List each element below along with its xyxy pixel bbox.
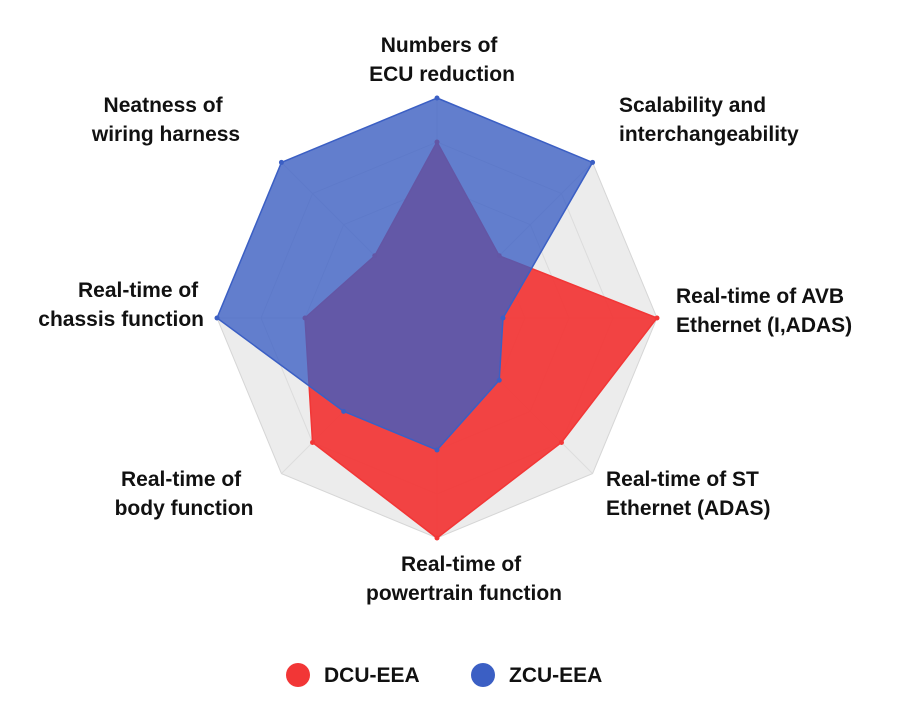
series-point xyxy=(310,439,316,445)
axis-label-scalability: Scalability and interchangeability xyxy=(619,94,799,146)
axis-label-powertrain: Real-time of powertrain function xyxy=(366,553,562,605)
axis-label-line: Real-time of ST xyxy=(606,468,759,491)
series-point xyxy=(496,377,502,383)
series-point xyxy=(590,159,596,165)
axis-labels: Numbers of ECU reduction Scalability and… xyxy=(38,34,852,605)
legend: DCU-EEA ZCU-EEA xyxy=(286,663,602,687)
legend-label-dcu: DCU-EEA xyxy=(324,664,420,687)
axis-label-st-ethernet: Real-time of ST Ethernet (ADAS) xyxy=(606,468,771,520)
radar-series xyxy=(214,95,660,541)
axis-label-line: chassis function xyxy=(38,308,204,331)
series-point xyxy=(434,447,440,453)
axis-label-chassis: Real-time of chassis function xyxy=(38,279,204,331)
series-point xyxy=(341,408,347,414)
axis-label-line: wiring harness xyxy=(91,123,240,146)
axis-label-line: Ethernet (I,ADAS) xyxy=(676,314,852,337)
axis-label-body: Real-time of body function xyxy=(115,468,254,520)
legend-swatch-dcu xyxy=(286,663,310,687)
axis-label-line: ECU reduction xyxy=(369,63,515,86)
axis-label-line: Ethernet (ADAS) xyxy=(606,497,771,520)
axis-label-avb-ethernet: Real-time of AVB Ethernet (I,ADAS) xyxy=(676,285,852,337)
series-point xyxy=(434,95,440,101)
axis-label-line: Numbers of xyxy=(381,34,499,57)
axis-label-line: Real-time of xyxy=(401,553,522,576)
axis-label-line: Real-time of xyxy=(121,468,242,491)
axis-label-line: Scalability and xyxy=(619,94,766,117)
series-point xyxy=(500,315,506,321)
axis-label-ecu-reduction: Numbers of ECU reduction xyxy=(369,34,515,86)
series-zcu-eea xyxy=(214,95,596,453)
axis-label-line: body function xyxy=(115,497,254,520)
series-point xyxy=(278,159,284,165)
legend-swatch-zcu xyxy=(471,663,495,687)
series-point xyxy=(654,315,660,321)
axis-label-line: interchangeability xyxy=(619,123,799,146)
series-point xyxy=(434,535,440,541)
legend-label-zcu: ZCU-EEA xyxy=(509,664,602,687)
axis-label-line: Neatness of xyxy=(104,94,224,117)
axis-label-line: powertrain function xyxy=(366,582,562,605)
axis-label-line: Real-time of xyxy=(78,279,199,302)
axis-label-line: Real-time of AVB xyxy=(676,285,844,308)
series-point xyxy=(558,439,564,445)
axis-label-wiring-harness: Neatness of wiring harness xyxy=(91,94,240,146)
series-point xyxy=(214,315,220,321)
